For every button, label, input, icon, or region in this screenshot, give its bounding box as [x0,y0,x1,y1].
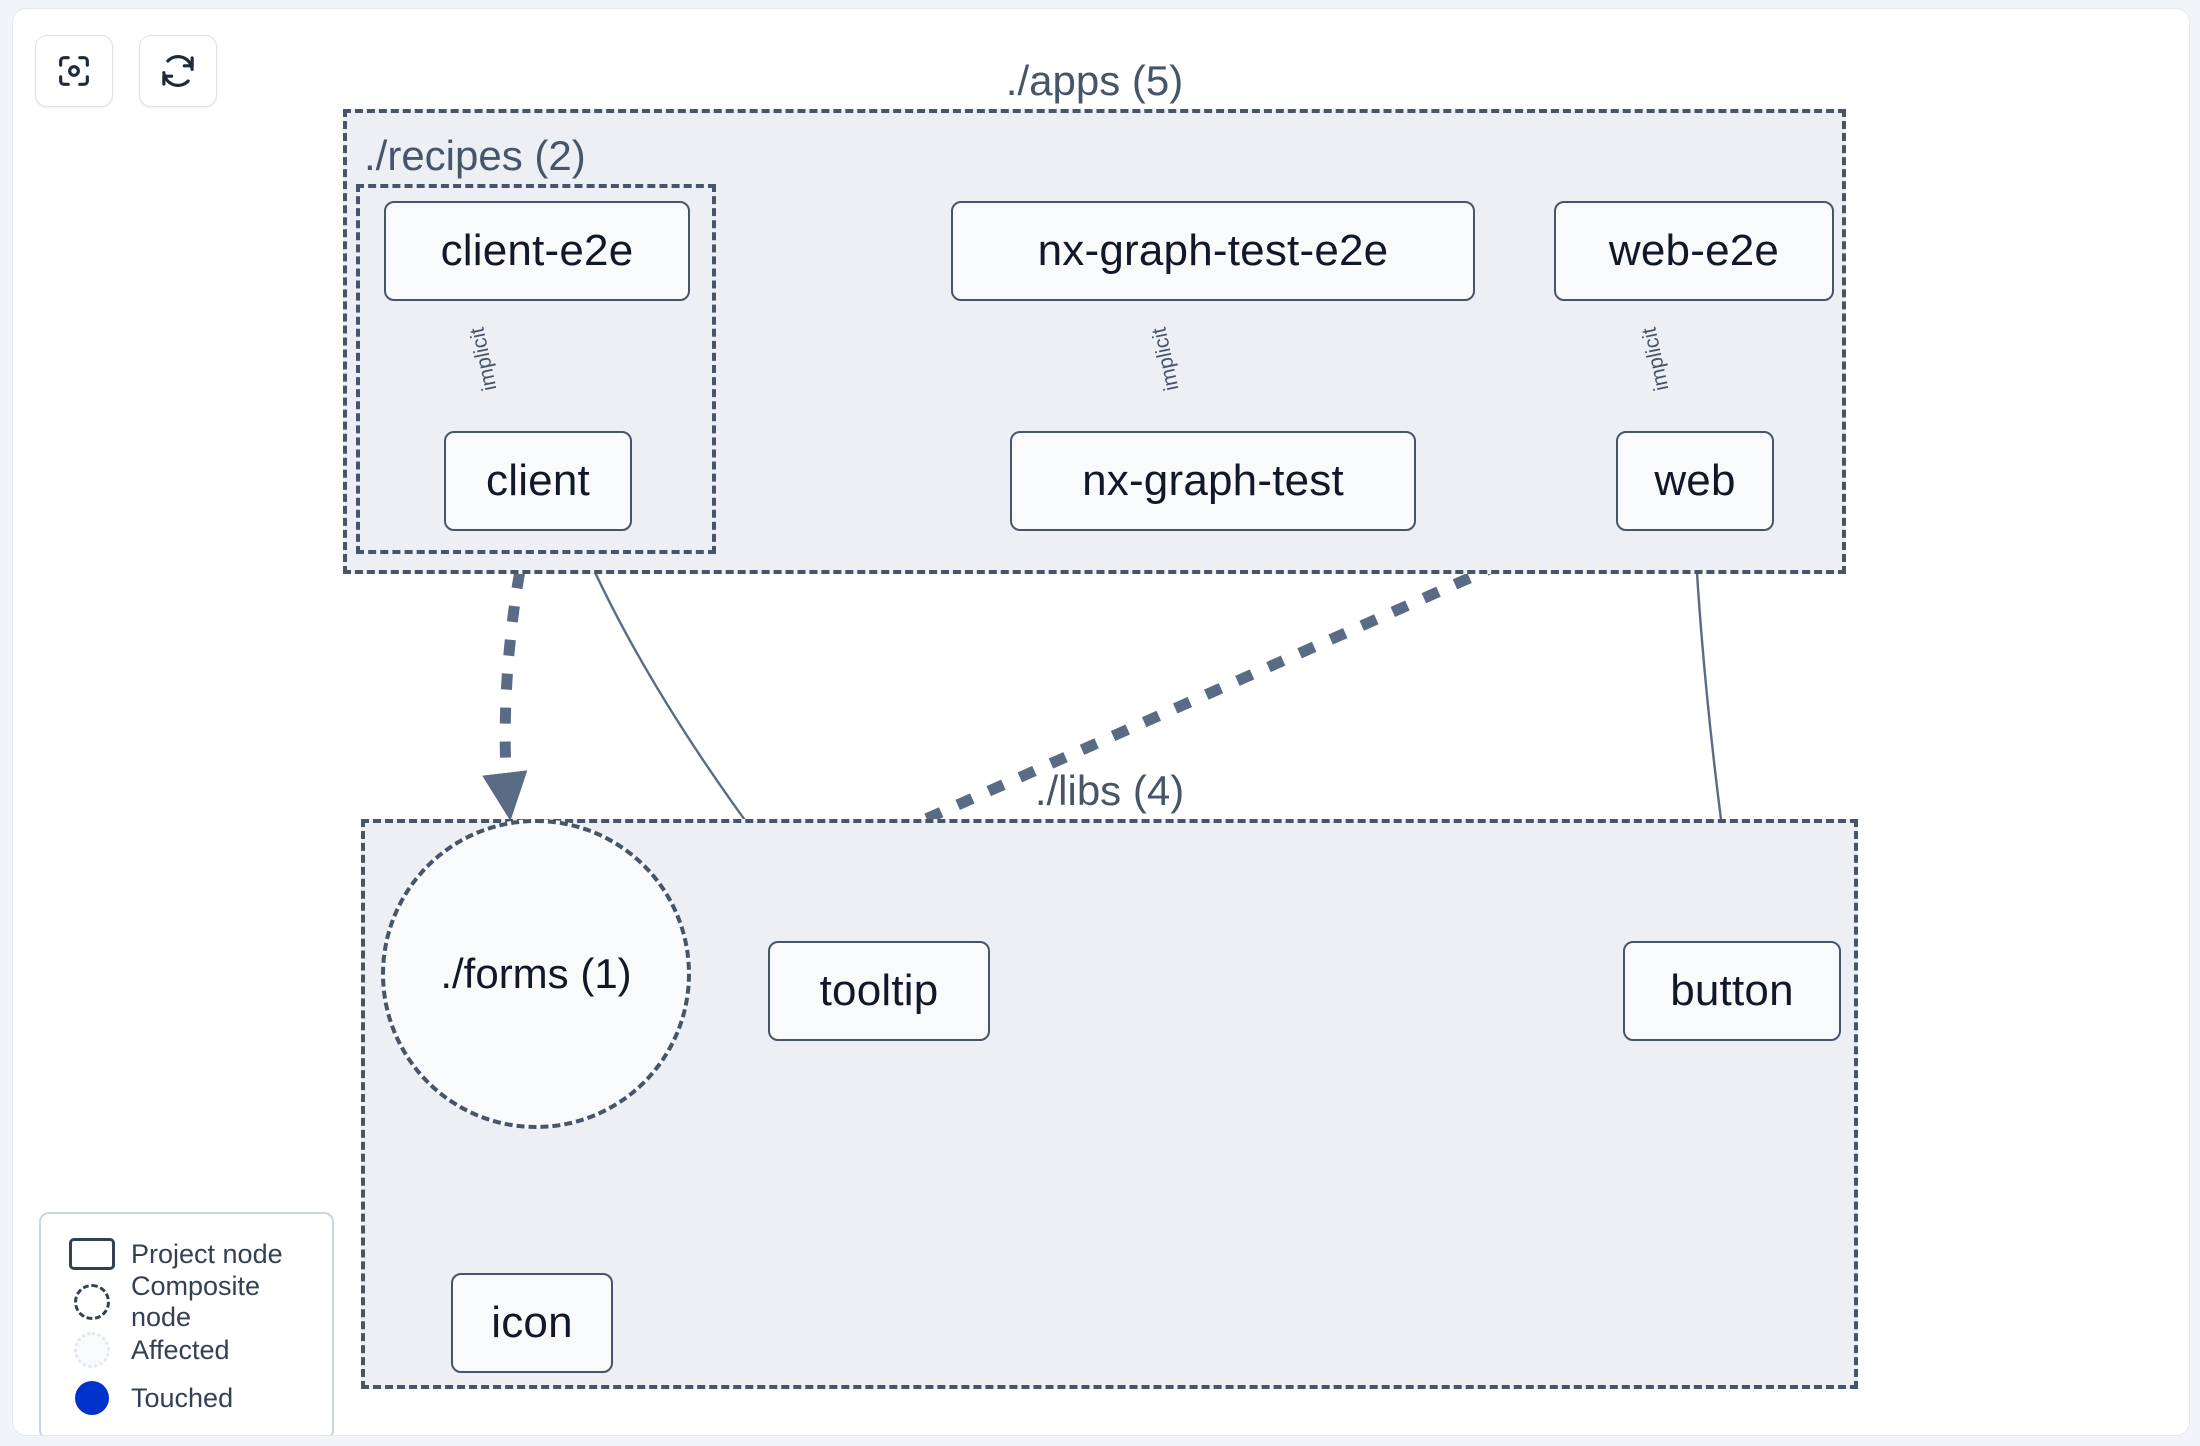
node-button[interactable]: button [1623,941,1841,1041]
refresh-graph-button[interactable] [139,35,217,107]
legend-item-affected: Affected [61,1326,314,1374]
node-web-e2e[interactable]: web-e2e [1554,201,1834,301]
node-web[interactable]: web [1616,431,1774,531]
legend-label-touched: Touched [131,1382,234,1413]
project-node-swatch [61,1238,123,1270]
legend-item-touched: Touched [61,1374,314,1422]
legend-label-affected: Affected [131,1334,230,1365]
composite-node-swatch [61,1284,123,1320]
legend-label-project-node: Project node [131,1238,283,1269]
node-nx-graph-test-e2e[interactable]: nx-graph-test-e2e [951,201,1475,301]
graph-canvas[interactable]: ./apps (5) ./recipes (2) ./libs (4) impl… [12,8,2190,1436]
touched-swatch [61,1381,123,1415]
node-client-e2e[interactable]: client-e2e [384,201,690,301]
legend-item-project-node: Project node [61,1230,314,1278]
node-forms-composite[interactable]: ./forms (1) [381,819,691,1129]
edge-client-forms [482,537,532,822]
refresh-icon [158,51,198,91]
legend-label-composite-node: Composite node [131,1271,261,1332]
node-client[interactable]: client [444,431,632,531]
node-icon[interactable]: icon [451,1273,613,1373]
legend-item-composite-node: Composite node [61,1271,314,1332]
focus-target-icon [54,51,94,91]
node-nx-graph-test[interactable]: nx-graph-test [1010,431,1416,531]
graph-legend: Project node Composite node Affected Tou… [39,1212,334,1435]
focus-graph-button[interactable] [35,35,113,107]
node-tooltip[interactable]: tooltip [768,941,990,1041]
graph-toolbar [35,35,217,107]
affected-swatch [61,1332,123,1368]
